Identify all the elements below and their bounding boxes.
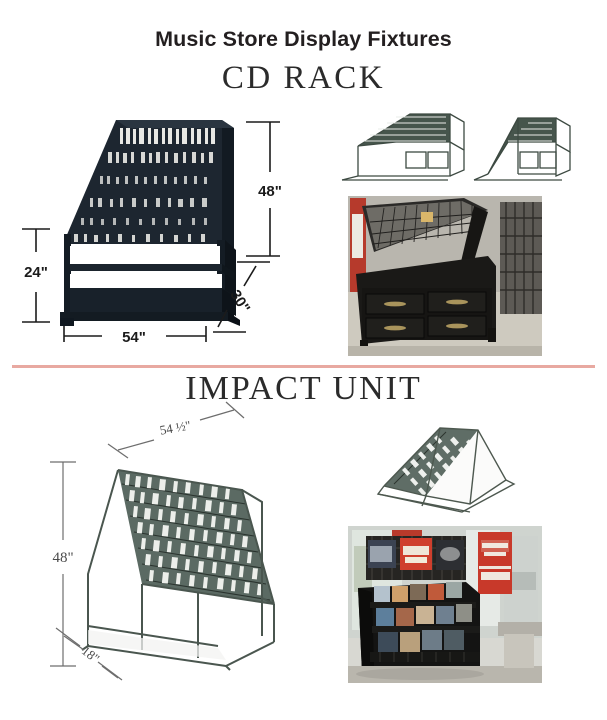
- cd-rack-photo: [348, 196, 542, 356]
- cd-rack-variant-open-front: [341, 113, 465, 181]
- impact-unit-photo: [348, 526, 542, 683]
- cd-rack-perspective-drawing: 48" 24" 54": [8, 104, 308, 344]
- impact-unit-a-frame-drawing: [362, 424, 566, 520]
- dimension-label-impact-height-48: 48": [52, 550, 73, 566]
- section-title-cd-rack: CD RACK: [221, 60, 386, 96]
- dimension-line-48: [246, 121, 280, 257]
- dimension-line-30: [213, 261, 270, 333]
- page-title: Music Store Display Fixtures: [155, 27, 452, 51]
- dimension-label-cd-height-24: 24": [24, 264, 48, 281]
- dimension-line-impact-18: [55, 627, 123, 681]
- section-divider: [12, 365, 595, 368]
- dimension-line-24: [22, 228, 50, 323]
- cd-rack-variant-peaked-top: [473, 117, 571, 181]
- dimension-label-cd-width-54: 54": [122, 329, 146, 344]
- dimension-line-impact-48: [50, 461, 76, 667]
- dimension-label-cd-height-48: 48": [258, 183, 282, 200]
- cd-rack-variant-line-drawings: [312, 108, 602, 190]
- dimension-line-54-half: [107, 401, 245, 459]
- impact-unit-perspective-drawing: 54 ½" 48" 18": [30, 398, 302, 688]
- dimension-label-impact-width-54-half: 54 ½": [158, 417, 191, 437]
- dimension-line-54: [63, 326, 207, 342]
- section-title-impact-unit: IMPACT UNIT: [185, 370, 422, 407]
